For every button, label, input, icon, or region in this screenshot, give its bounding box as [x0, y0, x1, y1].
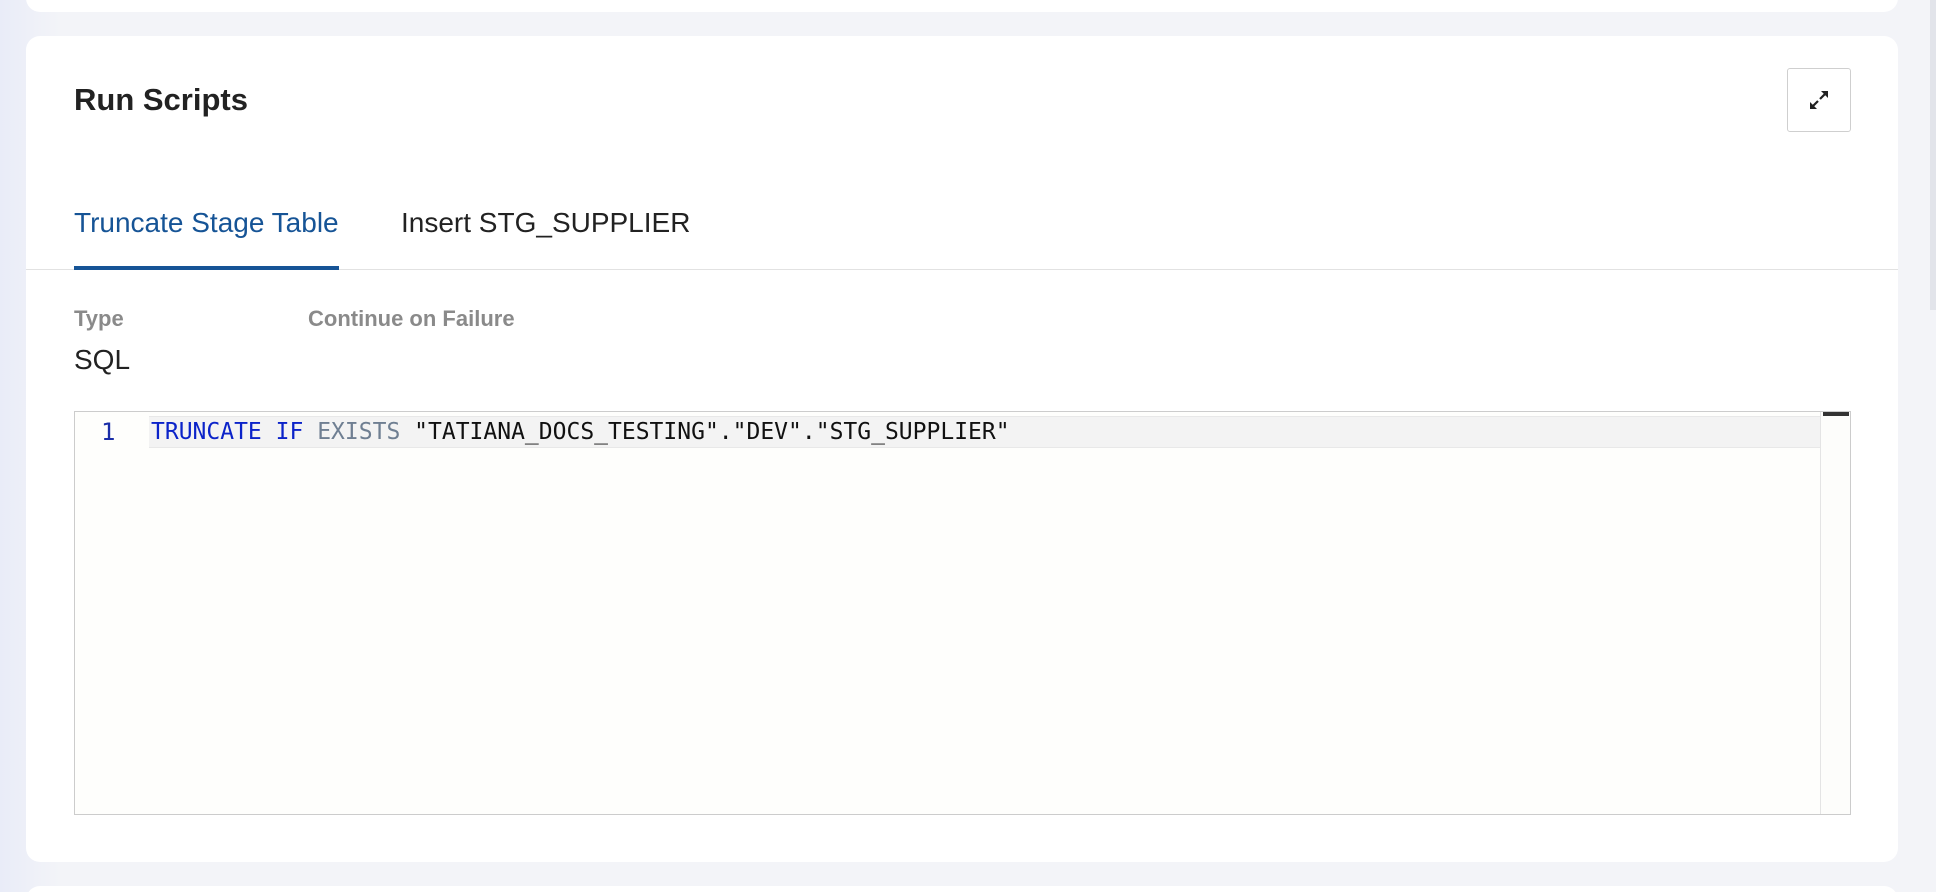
editor-scrollbar[interactable] [1820, 412, 1850, 814]
type-label: Type [74, 306, 124, 331]
tab-truncate-stage-table[interactable]: Truncate Stage Table [74, 188, 339, 270]
line-number: 1 [101, 418, 116, 446]
active-line-highlight [149, 416, 1845, 448]
continue-on-failure-label: Continue on Failure [308, 306, 515, 331]
card-title: Run Scripts [74, 82, 248, 117]
script-tabs: Truncate Stage Table Insert STG_SUPPLIER [26, 188, 1898, 270]
sql-code-editor[interactable]: 1 TRUNCATE IF EXISTS "TATIANA_DOCS_TESTI… [74, 411, 1851, 815]
table-identifier: "TATIANA_DOCS_TESTING"."DEV"."STG_SUPPLI… [414, 419, 1010, 445]
line-gutter: 1 [75, 412, 147, 814]
keyword-if: IF [275, 419, 304, 445]
keyword-exists: EXISTS [317, 419, 401, 445]
expand-arrows-icon [1810, 91, 1828, 109]
next-card [26, 886, 1898, 892]
tab-insert-stg-supplier[interactable]: Insert STG_SUPPLIER [401, 207, 691, 238]
code-line[interactable]: TRUNCATE IF EXISTS "TATIANA_DOCS_TESTING… [151, 415, 1010, 449]
scrollbar-thumb[interactable] [1823, 412, 1849, 416]
type-value: SQL [74, 344, 131, 375]
keyword-truncate: TRUNCATE [151, 419, 262, 445]
run-scripts-card: Run Scripts Truncate Stage Table Insert … [26, 36, 1898, 862]
expand-button[interactable] [1787, 68, 1851, 132]
previous-card [26, 0, 1898, 12]
page-scrollbar[interactable] [1930, 0, 1936, 310]
